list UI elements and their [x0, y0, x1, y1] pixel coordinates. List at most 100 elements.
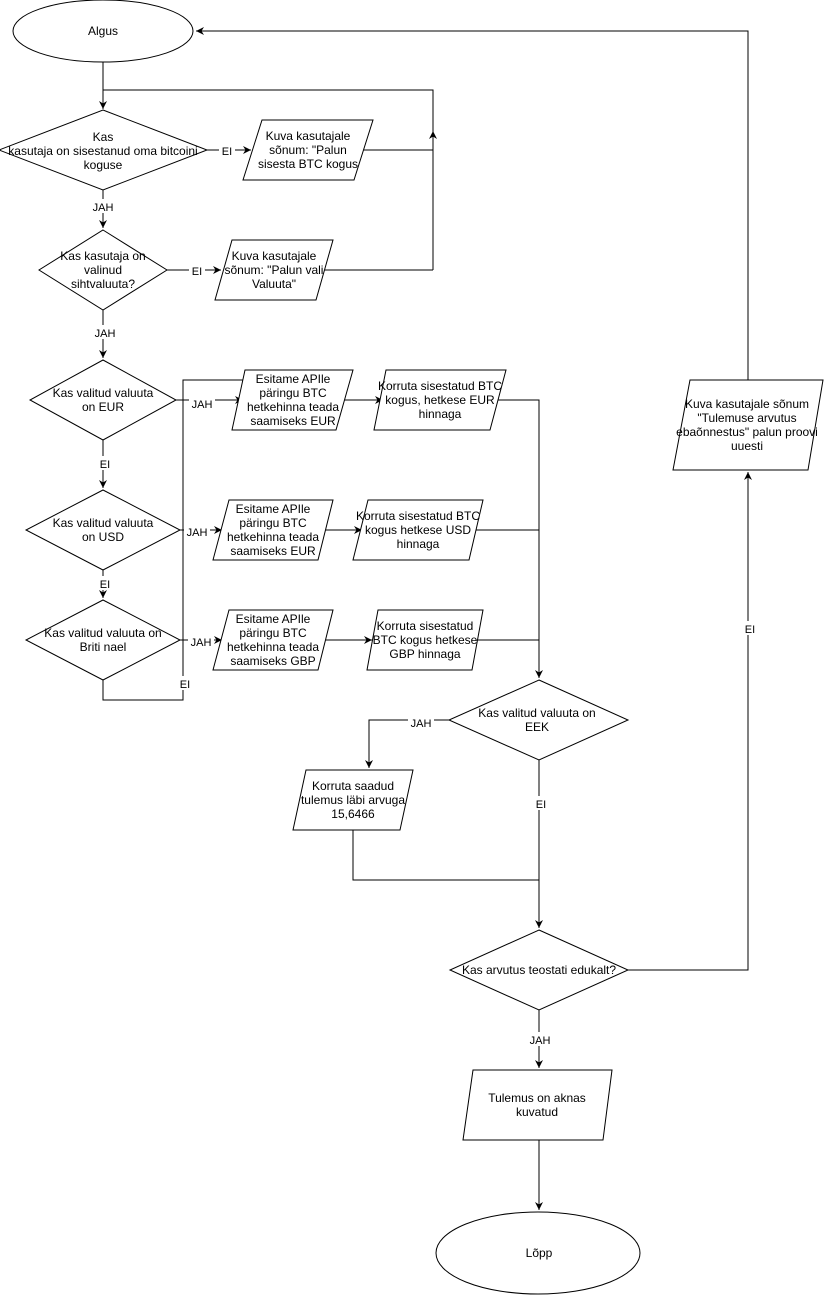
result-box [462, 1069, 613, 1141]
usd-check-decision [24, 489, 182, 571]
svg-text:EI: EI [180, 679, 190, 691]
end-label: Lõpp [526, 1246, 553, 1260]
node-text-line: saamiseks EUR [250, 414, 336, 428]
multiply-gbp-box [366, 609, 484, 671]
edge-fail-to-start [196, 27, 749, 380]
node-text-line: kogus hetkese USD [365, 523, 471, 537]
edge-label-amount-no: EI [219, 143, 235, 158]
edge-multiply-eur-to-merge [496, 399, 543, 678]
node-text-line: kasutaja on sisestanud oma bitcoini [8, 144, 197, 158]
multiply-eur-box [373, 369, 507, 431]
edge-retry-loop [103, 89, 434, 150]
edge-label-gbp-yes: JAH [188, 634, 214, 649]
edge-label-usd-no: EI [97, 576, 113, 591]
edge-label-eek-no: EI [533, 796, 549, 811]
edge-label-success-yes: JAH [527, 1032, 553, 1047]
success-check-label: Kas arvutus teostati edukalt? [462, 963, 616, 977]
node-text-line: kuvatud [516, 1105, 558, 1119]
edge-gbp-no [102, 379, 253, 701]
api-gbp-box [212, 609, 334, 671]
svg-text:EI: EI [745, 624, 755, 636]
node-text-line: hinnaga [419, 407, 462, 421]
multiply-usd-box [352, 499, 484, 561]
svg-text:EI: EI [222, 146, 232, 158]
node-text-line: GBP hinnaga [389, 647, 460, 661]
node-text-line: EEK [525, 720, 549, 734]
node-text-line: Kuva kasutajale [266, 129, 351, 143]
node-text-line: saamiseks GBP [230, 654, 315, 668]
node-text-line: sõnum: "Palun vali [225, 263, 324, 277]
svg-text:JAH: JAH [192, 399, 213, 411]
currency-message-box [214, 239, 334, 301]
node-text-line: päringu BTC [239, 626, 307, 640]
svg-text:EI: EI [100, 579, 110, 591]
node-text-line: Briti nael [80, 640, 127, 654]
node-text-line: on EUR [82, 400, 124, 414]
node-text-line: Tulemus on aknas [488, 1091, 586, 1105]
node-text-line: on USD [82, 530, 124, 544]
divide-eek-box [292, 769, 414, 831]
edge-label-gbp-no: EI [177, 676, 193, 691]
node-text-line: Esitame APIle [256, 372, 331, 386]
node-text-line: Kuva kasutajale sõnum [685, 397, 809, 411]
svg-text:EI: EI [536, 799, 546, 811]
node-text-line: tulemus läbi arvuga [301, 793, 405, 807]
node-text-line: sihtvaluuta? [71, 277, 135, 291]
node-text-line: sisesta BTC kogus [258, 157, 358, 171]
node-text-line: hetkehinna teada [227, 530, 319, 544]
node-text-line: hetkehinna teada [227, 640, 319, 654]
node-text-line: Lõpp [526, 1246, 553, 1260]
success-check-decision [448, 929, 630, 1011]
node-text-line: sõnum: "Palun [269, 143, 347, 157]
node-text-line: Algus [88, 24, 118, 38]
svg-text:JAH: JAH [530, 1035, 551, 1047]
api-usd-box [212, 499, 334, 561]
node-text-line: ebaõnnestus" palun proovi [676, 425, 818, 439]
edge-label-currency-yes: JAH [92, 325, 118, 340]
node-text-line: Korruta sisestatud [377, 619, 474, 633]
node-text-line: BTC kogus hetkese [373, 633, 478, 647]
node-text-line: Kas valitud valuuta [53, 516, 154, 530]
svg-text:JAH: JAH [191, 637, 212, 649]
node-text-line: valinud [84, 263, 122, 277]
node-text-line: Esitame APIle [236, 502, 311, 516]
node-text-line: Kas valitud valuuta on [478, 706, 595, 720]
node-text-line: Esitame APIle [236, 612, 311, 626]
edge-label-amount-yes: JAH [90, 199, 116, 214]
eur-check-decision [28, 359, 178, 441]
edge-label-eur-no: EI [97, 456, 113, 471]
currency-check-decision [38, 229, 168, 311]
svg-text:JAH: JAH [411, 718, 432, 730]
start-terminal [12, 0, 194, 63]
svg-text:EI: EI [192, 266, 202, 278]
node-text-line: hinnaga [397, 537, 440, 551]
fail-message-box [672, 379, 824, 471]
node-text-line: Kuva kasutajale [232, 249, 317, 263]
gbp-check-decision [24, 599, 182, 681]
node-text-line: 15,6466 [331, 807, 375, 821]
edge-label-eur-yes: JAH [189, 396, 215, 411]
start-label: Algus [88, 24, 118, 38]
end-terminal [435, 1211, 641, 1295]
node-text-line: Kas [93, 130, 114, 144]
edge-label-success-no: EI [742, 621, 758, 636]
node-text-line: Kas valitud valuuta on [44, 626, 161, 640]
node-text-line: Korruta saadud [312, 779, 394, 793]
edge-divide-to-merge [352, 830, 539, 881]
api-eur-box [231, 369, 354, 431]
node-text-line: Kas valitud valuuta [53, 386, 154, 400]
